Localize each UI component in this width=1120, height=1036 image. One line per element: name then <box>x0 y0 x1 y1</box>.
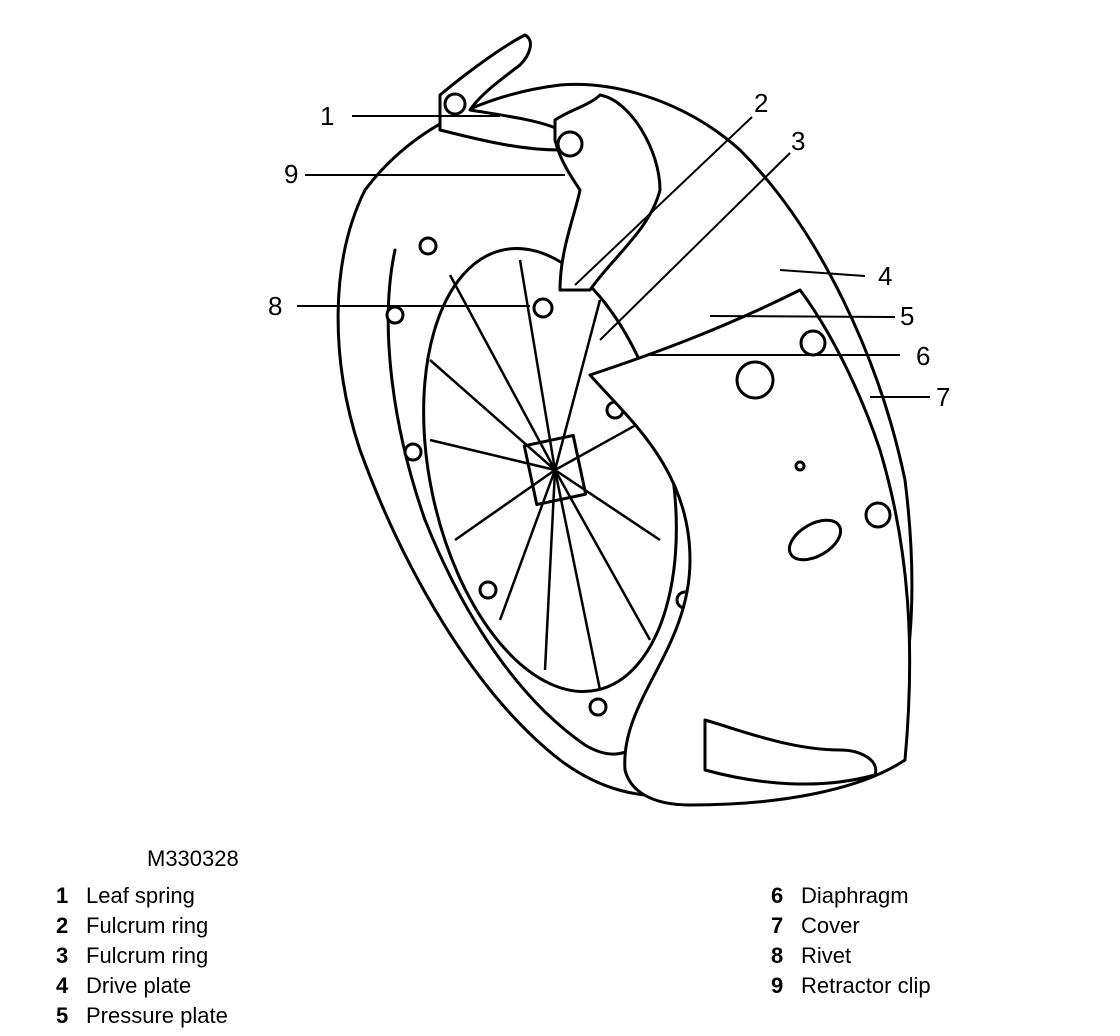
cover-slot <box>787 518 843 562</box>
leaf-spring-pin <box>443 92 467 116</box>
callout-4: 4 <box>878 261 892 291</box>
cover-small-hole <box>794 460 806 472</box>
cover-opening <box>703 718 878 786</box>
cover-window <box>735 360 775 400</box>
callout-6: 6 <box>916 341 930 371</box>
retractor-clip-shape <box>553 93 662 292</box>
callout-7: 7 <box>936 382 950 412</box>
callout-2: 2 <box>754 88 768 118</box>
callout-9: 9 <box>284 159 298 189</box>
cover-dowel-top <box>799 329 827 357</box>
callout-8: 8 <box>268 291 282 321</box>
retractor-clip-rivet <box>556 130 584 158</box>
callout-1: 1 <box>320 101 334 131</box>
figure-code: M330328 <box>147 846 239 871</box>
leaf-spring-shape <box>438 33 562 152</box>
cover-outline <box>588 288 912 807</box>
bolt-holes <box>385 236 695 718</box>
cover-dowel-bottom <box>864 501 892 529</box>
pressure-plate-ring <box>386 248 642 756</box>
callout-3: 3 <box>791 126 805 156</box>
leader-lines <box>297 115 930 398</box>
clutch-assembly-diagram: 1 2 3 4 5 6 7 8 9 <box>268 33 950 807</box>
callout-5: 5 <box>900 301 914 331</box>
diaphragm-fingers <box>429 259 661 691</box>
